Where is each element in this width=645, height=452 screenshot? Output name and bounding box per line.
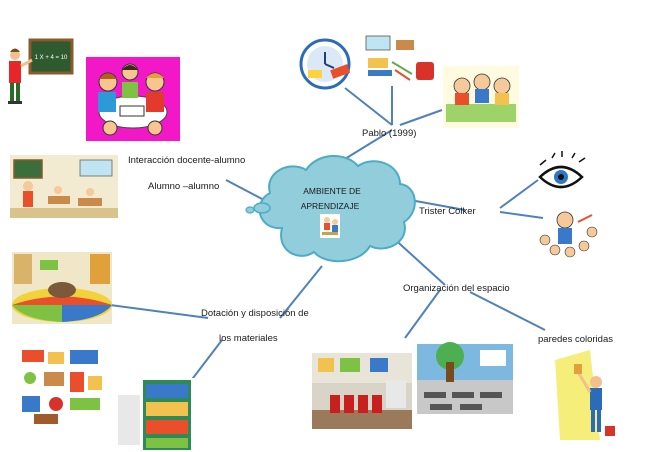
students-group-image (86, 57, 180, 141)
label-organizacion: Organización del espacio (403, 283, 510, 294)
line-org-room1 (404, 289, 441, 339)
labels: Pablo (1999) Interacción docente-alumno … (128, 128, 613, 345)
label-interaccion: Interacción docente-alumno (128, 155, 245, 166)
line-trister-eye (499, 179, 539, 209)
clock-books-image (299, 38, 351, 90)
kids-at-table-image (443, 66, 519, 128)
line-trister-people (499, 211, 544, 219)
connector-lines (109, 86, 546, 383)
people-cluster-image (539, 211, 598, 258)
line-to-organizacion (389, 234, 446, 286)
label-paredes: paredes coloridas (538, 334, 613, 345)
bookshelf-image (115, 378, 195, 450)
school-supplies-image (362, 33, 440, 85)
label-dotacion: Dotación y disposición de (201, 308, 309, 319)
eye-image (538, 151, 586, 189)
line-org-paredes (469, 291, 546, 331)
label-pablo: Pablo (1999) (362, 128, 416, 139)
teacher-chalkboard-image: 1 X + 4 = 10 (8, 38, 74, 104)
line-to-trister (409, 199, 466, 211)
line-pablo-clock (344, 87, 393, 126)
line-to-dotacion (279, 265, 323, 319)
wall-painter-image (548, 348, 618, 440)
parachute-playroom-image (12, 252, 112, 324)
line-dotacion-shelf (189, 339, 223, 383)
classroom-scene-image (10, 155, 118, 218)
central-cloud (245, 154, 416, 263)
cloud-kids-picture (320, 214, 340, 238)
label-trister: Trister Colker (419, 206, 476, 217)
line-dotacion-mat (109, 304, 209, 319)
label-materiales: los materiales (219, 333, 278, 344)
center-title-line1: AMBIENTE DE (303, 186, 361, 196)
chalkboard-text: 1 X + 4 = 10 (35, 55, 68, 61)
classroom-tree-image (417, 342, 513, 414)
line-to-pablo (339, 129, 393, 163)
center-title-line2: APRENDIZAJE (301, 201, 360, 211)
toys-materials-image (16, 346, 108, 426)
label-alumno: Alumno –alumno (148, 181, 219, 192)
line-to-alumno (225, 179, 265, 201)
line-pablo-kids (399, 109, 443, 126)
classroom-red-chairs-image (312, 353, 412, 429)
